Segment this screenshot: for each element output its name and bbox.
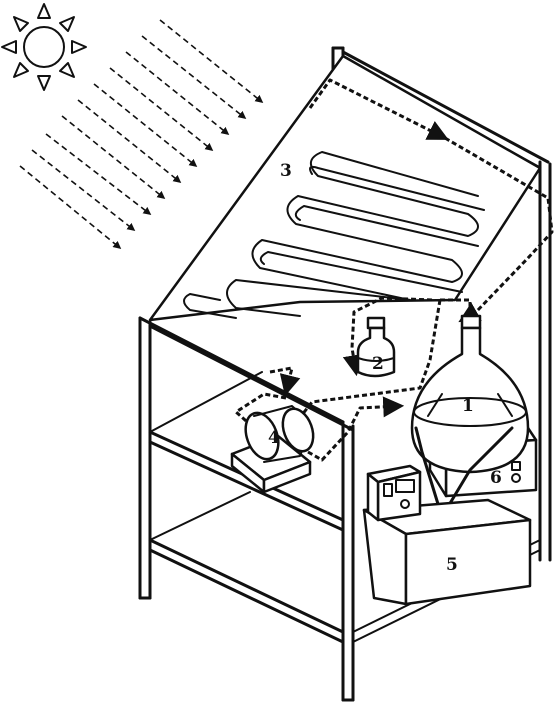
serpentine-tube xyxy=(183,151,485,319)
bottle: 2 xyxy=(356,316,396,378)
sun-rays xyxy=(19,19,264,250)
label-panel: 3 xyxy=(280,161,292,181)
label-stirrer: 5 xyxy=(446,555,458,575)
solar-panel: 3 xyxy=(148,54,542,322)
pump: 4 xyxy=(230,405,315,494)
sun-icon xyxy=(1,3,87,91)
label-controller: 6 xyxy=(490,468,502,488)
flask: 1 xyxy=(410,314,530,512)
label-pump: 4 xyxy=(268,428,280,448)
label-bottle: 2 xyxy=(372,354,384,374)
meter-device xyxy=(366,464,422,522)
label-flask: 1 xyxy=(462,396,474,416)
